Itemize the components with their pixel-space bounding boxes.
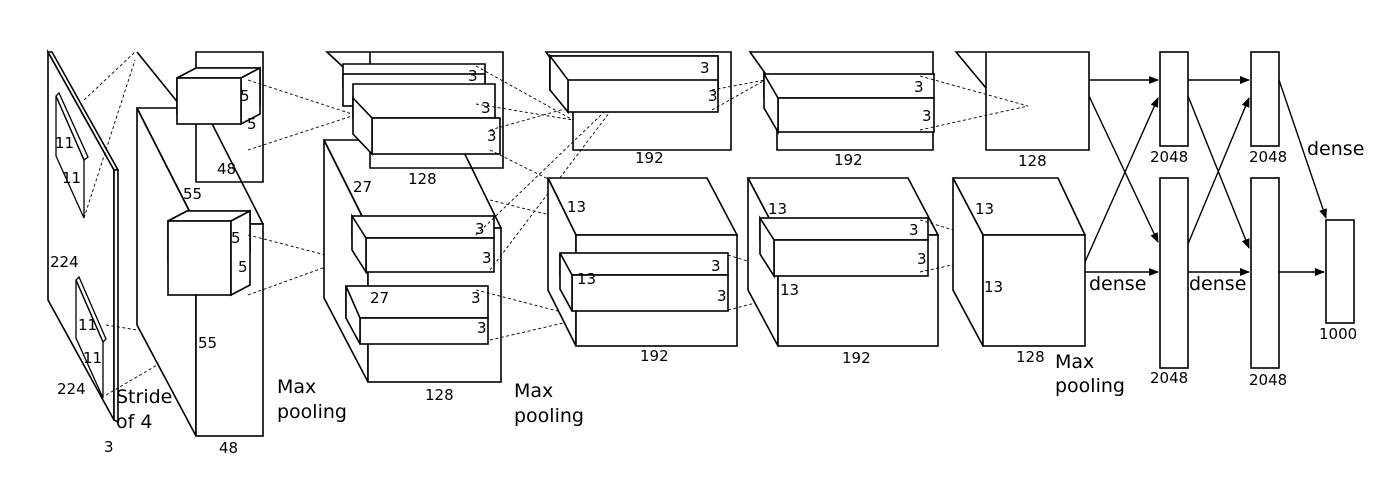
kernel-3-label-b: 3	[481, 99, 491, 117]
kernel-3-label-j: 3	[711, 257, 721, 275]
fc7-bottom-size-label: 2048	[1249, 371, 1287, 389]
conv4-depth-label-a: 192	[834, 151, 863, 169]
conv3-depth-label-a: 192	[635, 149, 664, 167]
kernel-5-label-a: 5	[240, 87, 250, 105]
kernel-3-label-m: 3	[922, 107, 932, 125]
diagram-labels: 224 224 3 11 11 11 11 Stride of 4 55 55 …	[50, 59, 1364, 457]
conv3-layer	[544, 51, 826, 347]
kernel-5-label-d: 5	[238, 258, 248, 276]
conv4-size-label-b: 13	[780, 281, 799, 299]
conv5-depth-label-a: 128	[1018, 152, 1047, 170]
max-pool-2-line2: pooling	[514, 405, 584, 427]
dense-layers	[1084, 51, 1355, 369]
conv2-layer	[322, 51, 691, 383]
stride-label-line1: Stride	[116, 386, 172, 408]
input-size-label: 224	[50, 253, 79, 271]
fc7-top	[1250, 51, 1280, 147]
conv1-size-label-b: 55	[198, 334, 217, 352]
conv1-layer	[135, 51, 356, 437]
conv5-depth-label-b: 128	[1016, 348, 1045, 366]
conv2-size-label-a: 27	[353, 178, 372, 196]
kernel-3-label-f: 3	[471, 289, 481, 307]
conv3-size-label-a: 13	[567, 198, 586, 216]
output-layer	[1325, 219, 1355, 324]
kernel-3-label-l: 3	[914, 78, 924, 96]
max-pool-3-line2: pooling	[1055, 375, 1125, 397]
conv5-size-label-a: 13	[975, 200, 994, 218]
kernel-3-label-h: 3	[700, 59, 710, 77]
max-pool-2-line1: Max	[514, 380, 553, 402]
fc7-top-size-label: 2048	[1249, 148, 1287, 166]
kernel-3-label-o: 3	[917, 250, 927, 268]
conv1-size-label-a: 55	[183, 185, 202, 203]
kernel-3-label-d: 3	[475, 220, 485, 238]
kernel-3-label-a: 3	[468, 67, 478, 85]
kernel-3-label-i: 3	[708, 87, 718, 105]
kernel-5-label-c: 5	[231, 229, 241, 247]
kernel-3-label-g: 3	[477, 319, 487, 337]
stride-label-line2: of 4	[116, 411, 152, 433]
max-pool-1-line2: pooling	[277, 401, 347, 423]
conv2-size-label-b: 27	[370, 289, 389, 307]
conv1-depth-label-b: 48	[219, 439, 238, 457]
conv4-size-label-a: 13	[768, 200, 787, 218]
dense-label-1: dense	[1089, 273, 1146, 295]
kernel-5-label-b: 5	[247, 115, 257, 133]
output-size-label: 1000	[1319, 325, 1357, 343]
kernel-11-label-d: 11	[83, 349, 102, 367]
conv4-layer	[746, 51, 1029, 347]
kernel-11-label-a: 11	[55, 134, 74, 152]
conv3-depth-label-b: 192	[640, 347, 669, 365]
conv4-depth-label-b: 192	[842, 349, 871, 367]
dense-label-2: dense	[1189, 273, 1246, 295]
max-pool-3-line1: Max	[1055, 351, 1094, 373]
conv2-depth-label-a: 128	[408, 170, 437, 188]
kernel-3-label-n: 3	[909, 221, 919, 239]
kernel-3-label-e: 3	[482, 249, 492, 267]
fc6-bottom	[1159, 177, 1189, 369]
conv2-depth-label-b: 128	[425, 386, 454, 404]
kernel-3-label-c: 3	[487, 127, 497, 145]
fc7-bottom	[1250, 177, 1280, 369]
kernel-3-label-k: 3	[717, 287, 727, 305]
conv3-size-label-b: 13	[577, 270, 596, 288]
conv5-layer	[951, 51, 1090, 347]
max-pool-1-line1: Max	[277, 376, 316, 398]
fc6-top	[1159, 51, 1189, 147]
kernel-11-label-b: 11	[62, 169, 81, 187]
input-size-bottom-label: 224	[57, 380, 86, 398]
conv1-depth-label-a: 48	[217, 160, 236, 178]
kernel-11-label-c: 11	[78, 316, 97, 334]
fc6-top-size-label: 2048	[1150, 148, 1188, 166]
conv5-size-label-b: 13	[984, 278, 1003, 296]
input-depth-label: 3	[104, 438, 114, 456]
dense-label-3: dense	[1307, 138, 1364, 160]
fc6-bottom-size-label: 2048	[1150, 369, 1188, 387]
